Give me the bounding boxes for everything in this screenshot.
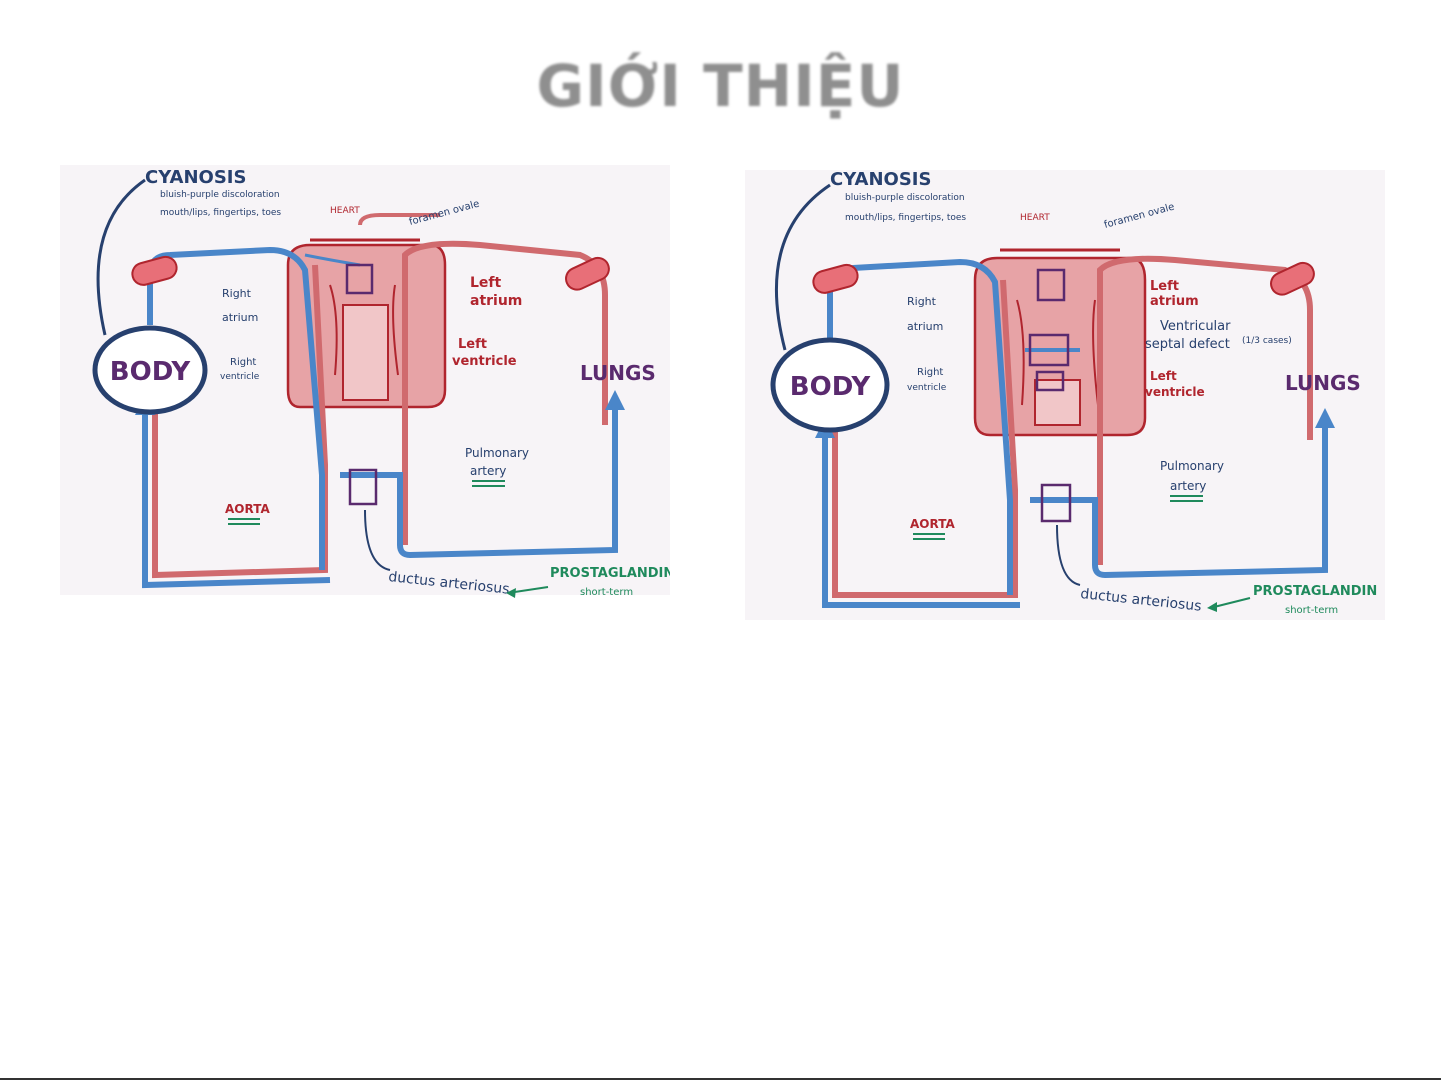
right-atrium-label: Right [907,295,937,308]
foramen-ovale-box [1036,268,1066,302]
aorta-label: AORTA [910,517,955,531]
diagram-panel-right: BODY CYANOSIS bluish-purple discoloratio… [745,150,1385,620]
prostaglandin-arrow-icon [1207,602,1217,612]
prostaglandin-label: PROSTAGLANDIN [1253,584,1377,599]
oxygenated-vessels [832,255,1313,598]
left-ventricle-label: Left [458,337,487,352]
short-term-label: short-term [580,587,633,598]
left-ventricle-label-2: ventricle [452,354,517,369]
right-atrium-label-2: atrium [222,311,258,324]
cyanosis-subtext-1: bluish-purple discoloration [160,190,280,200]
aorta-label: AORTA [225,502,270,516]
circulation-diagram-right: BODY CYANOSIS bluish-purple discoloratio… [745,169,1385,620]
left-atrium-label: Left [1150,279,1179,294]
prostaglandin-arrow-icon [506,588,516,598]
cyanosis-label: CYANOSIS [830,169,931,190]
pulmonary-artery-label: Pulmonary [465,446,529,460]
left-atrium-label: Left [470,275,502,291]
body-label: BODY [110,357,192,387]
lungs-label: LUNGS [1285,371,1361,395]
left-ventricle-label-2: ventricle [1145,385,1205,399]
left-ventricle-label: Left [1150,369,1177,383]
right-ventricle-label-2: ventricle [220,372,260,382]
body-circle [92,325,208,415]
cyanosis-subtext-2: mouth/lips, fingertips, toes [160,208,281,218]
foramen-ovale-box [345,263,374,295]
vsd-label: Ventricular [1160,319,1231,334]
vsd-cases-label: (1/3 cases) [1242,336,1292,346]
heart-label: HEART [330,206,360,216]
pulmonary-artery-label-2: artery [1170,479,1206,493]
left-atrium-label-2: atrium [1150,294,1199,309]
slide-title: GIỚI THIỆU [536,52,905,120]
cyanosis-label: CYANOSIS [145,167,246,188]
circulation-diagram-left: BODY CYANOSIS bluish-purple discoloratio… [60,165,670,598]
pulmonary-artery-label: Pulmonary [1160,459,1224,473]
heart-label: HEART [1020,213,1050,223]
capillary-bed-body [812,263,859,294]
short-term-label: short-term [1285,605,1338,616]
pulmonary-artery-label-2: artery [470,464,506,478]
left-atrium-label-2: atrium [470,293,522,309]
right-atrium-label: Right [222,287,252,300]
right-ventricle-label: Right [917,367,943,378]
lungs-arrow-icon [1315,408,1335,428]
ductus-box [348,468,378,506]
lungs-arrow-icon [605,390,625,410]
vsd-label-2: septal defect [1145,337,1230,352]
capillary-bed-body [131,255,178,286]
vsd-box [1028,333,1070,367]
lungs-label: LUNGS [580,361,656,385]
prostaglandin-label: PROSTAGLANDIN [550,566,670,581]
body-label: BODY [790,372,872,402]
diagram-panel-left: BODY CYANOSIS bluish-purple discoloratio… [60,145,670,605]
cyanosis-subtext-1: bluish-purple discoloration [845,193,965,203]
right-ventricle-label-2: ventricle [907,383,947,393]
capillary-bed-lungs [565,256,610,291]
bottom-border [0,1078,1441,1080]
right-ventricle-label: Right [230,357,256,368]
body-circle [770,337,890,433]
capillary-bed-lungs [1270,261,1315,296]
ductus-box [1040,483,1072,523]
right-atrium-label-2: atrium [907,320,943,333]
cyanosis-subtext-2: mouth/lips, fingertips, toes [845,213,966,223]
